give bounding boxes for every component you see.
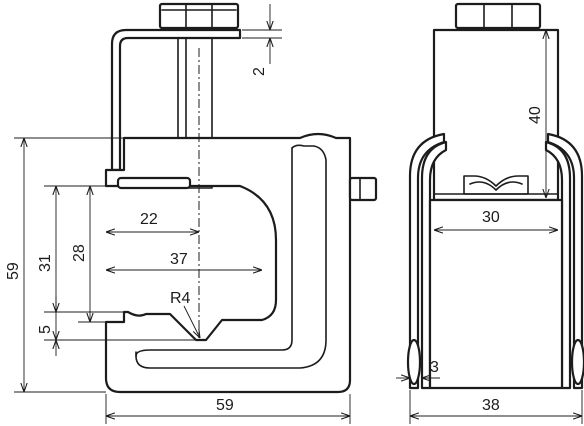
dim-label-40: 40 — [527, 106, 544, 124]
dim-body-width: 30 — [434, 209, 558, 230]
dim-label-37: 37 — [170, 251, 188, 268]
dim-label-3: 3 — [430, 359, 439, 376]
dim-throat-width: 37 — [106, 251, 262, 270]
dim-jaw-depth-outer: 31 — [37, 185, 196, 341]
body-inner-outline — [135, 144, 327, 369]
front-body-block — [432, 28, 560, 202]
front-roller-right — [570, 338, 584, 386]
front-bolt-head — [454, 2, 542, 30]
front-view: 40 30 3 38 — [396, 2, 584, 424]
bolt-nut — [116, 176, 192, 190]
dim-label-30: 30 — [482, 209, 500, 226]
bolt-head — [158, 2, 240, 30]
dim-jaw-depth-inner: 28 — [71, 186, 106, 323]
dim-label-5: 5 — [37, 325, 54, 334]
dim-overall-width: 59 — [105, 394, 351, 424]
dim-body-height: 40 — [527, 30, 546, 198]
dim-label-59-vertical: 59 — [5, 262, 22, 280]
dim-inner-width: 22 — [106, 211, 199, 232]
bent-strap — [110, 28, 242, 172]
front-saddle — [433, 175, 559, 195]
front-u-strap — [420, 140, 448, 390]
dim-label-31: 31 — [37, 254, 54, 272]
front-roller-left — [406, 338, 422, 386]
side-stud — [348, 176, 378, 202]
dim-label-r4: R4 — [170, 290, 191, 307]
dim-lower-lip: 5 — [37, 296, 124, 356]
dim-overall-height: 59 — [5, 137, 124, 393]
dim-label-59-horizontal: 59 — [216, 397, 234, 414]
dim-front-overall-width: 38 — [409, 390, 583, 424]
dim-label-22: 22 — [140, 211, 158, 228]
dim-radius: R4 — [170, 290, 200, 338]
dim-label-38: 38 — [482, 397, 500, 414]
side-view: 2 59 31 28 5 — [5, 2, 378, 424]
clamp-body — [104, 132, 352, 394]
dim-label-2: 2 — [251, 67, 268, 76]
dim-bolt-clearance: 2 — [242, 4, 282, 76]
dim-strap-thickness: 3 — [396, 359, 440, 378]
dim-label-28: 28 — [71, 244, 88, 262]
front-lower-body — [428, 198, 564, 390]
